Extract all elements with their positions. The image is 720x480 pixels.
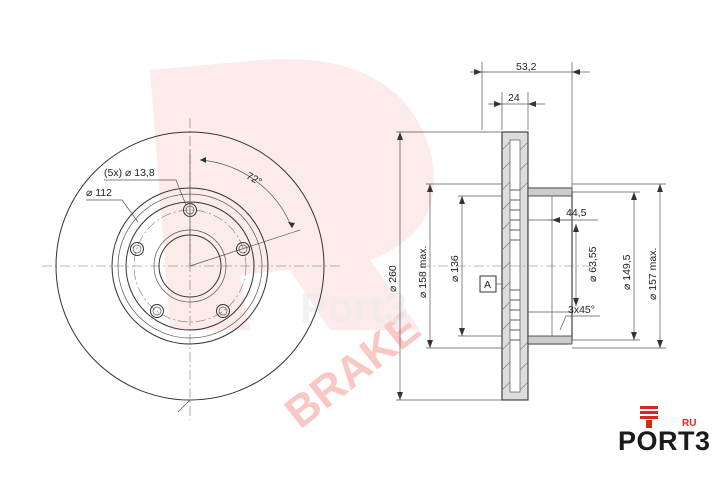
port3-logo: PORT3 RU	[618, 404, 711, 464]
total-thickness-label: 53,2	[516, 61, 537, 73]
hat-outer-label: ⌀ 149,5	[621, 254, 633, 290]
disc-thickness-label: 24	[508, 92, 520, 104]
bolt-hole	[216, 304, 230, 318]
logo-text: PORT3	[618, 426, 711, 456]
inner-friction-diameter-label: ⌀ 136	[449, 255, 461, 282]
bolt-hole	[130, 242, 144, 256]
center-bore-label: ⌀ 63,55	[587, 246, 599, 282]
friction-diameter-label: ⌀ 158 max.	[417, 246, 429, 298]
hat-diameter-label: ⌀ 157 max.	[647, 248, 659, 300]
bolt-circle-label: ⌀ 112	[86, 187, 112, 199]
chamfer-label: 3x45°	[568, 304, 595, 316]
bolt-circle	[133, 209, 247, 323]
outer-diameter-label: ⌀ 260	[387, 265, 399, 292]
bolt-hole	[236, 242, 250, 256]
piston-icon	[640, 406, 658, 428]
bolt-hole	[150, 304, 164, 318]
logo-suffix: RU	[682, 418, 697, 429]
hat-depth-label: 44,5	[566, 207, 587, 219]
front-view: 72° (5x) ⌀ 13,8 ⌀ 112	[42, 118, 340, 420]
section-view: 53,2 24	[387, 61, 666, 401]
datum-label: A	[484, 279, 491, 291]
bolt-hole-label: (5x) ⌀ 13,8	[104, 167, 155, 179]
